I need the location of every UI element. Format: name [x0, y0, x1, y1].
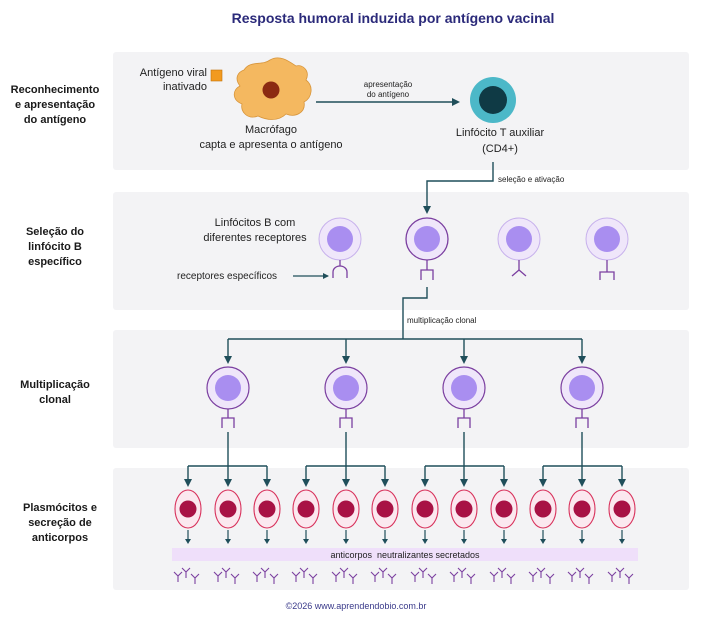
clonal-connector [402, 287, 428, 339]
antibody-cluster [252, 567, 279, 584]
plasma-cells [174, 489, 636, 544]
plasma-cell [214, 489, 242, 544]
plasma-cell [490, 489, 518, 544]
plasma-cell [411, 489, 439, 544]
clonal-label: multiplicação clonal [407, 316, 477, 325]
selection-arrow [423, 162, 494, 214]
plasma-cell [332, 489, 360, 544]
antibody-cluster [410, 567, 437, 584]
clone-cell-1 [206, 366, 250, 428]
row-panel-selection [113, 192, 689, 310]
clone-cell-4 [560, 366, 604, 428]
antibody-cluster [528, 567, 555, 584]
plasma-cell [174, 489, 202, 544]
antibody-cluster [173, 567, 200, 584]
t-helper-desc: (CD4+) [482, 143, 518, 155]
t-helper-nucleus [479, 86, 507, 114]
diagram-title: Resposta humoral induzida por antígeno v… [232, 10, 555, 26]
b-cell-1 [318, 217, 362, 278]
antibody-cluster [449, 567, 476, 584]
macrophage-label: Macrófago [245, 124, 297, 136]
footer-credit: ©2026 www.aprendendobio.com.br [286, 601, 427, 611]
plasma-cell [568, 489, 596, 544]
antibody-cluster [213, 567, 240, 584]
row-panel-clonal [113, 330, 689, 448]
plasma-cell [450, 489, 478, 544]
plasma-cell [608, 489, 636, 544]
antibody-cluster [291, 567, 318, 584]
selection-label: seleção e ativação [498, 175, 565, 184]
plasma-cell [292, 489, 320, 544]
antigen-icon [210, 69, 223, 82]
plasma-cell [371, 489, 399, 544]
macrophage-desc: capta e apresenta o antígeno [199, 139, 342, 151]
macrophage-nucleus [262, 81, 280, 99]
b-cell-4 [585, 217, 629, 280]
antibody-band [172, 548, 638, 561]
plasma-branching [184, 432, 626, 487]
plasma-cell [253, 489, 281, 544]
antibody-cluster [331, 567, 358, 584]
t-helper-label: Linfócito T auxiliar [456, 127, 545, 139]
plasma-cell [529, 489, 557, 544]
antibody-cluster [370, 567, 397, 584]
antibody-cluster [567, 567, 594, 584]
antibody-band-label: anticorpos neutralizantes secretados [330, 550, 480, 560]
b-cell-3 [497, 217, 541, 277]
antibody-cluster [607, 567, 634, 584]
clone-cell-2 [324, 366, 368, 428]
row-panel-plasma [113, 468, 689, 590]
antibody-cluster [489, 567, 516, 584]
receptors-label: receptores específicos [177, 271, 277, 282]
b-cell-2-selected [405, 217, 449, 280]
antibodies [173, 567, 634, 584]
clone-cell-3 [442, 366, 486, 428]
